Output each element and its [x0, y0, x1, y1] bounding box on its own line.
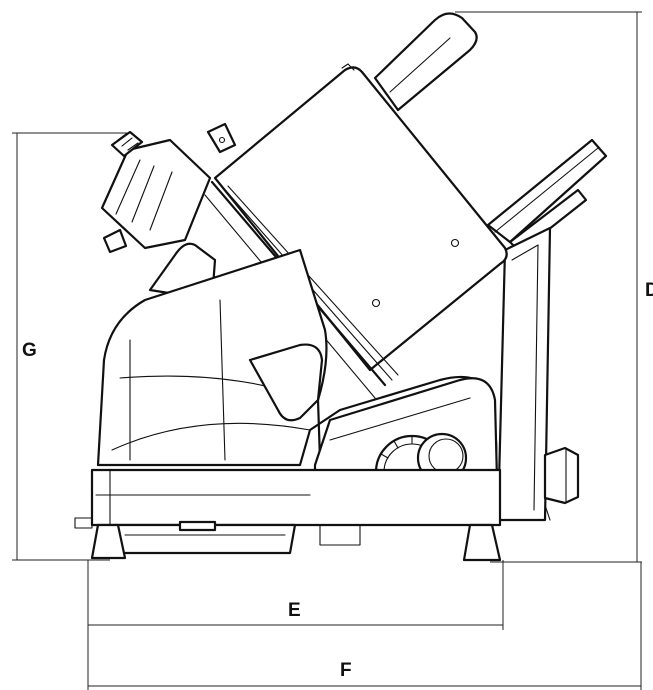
dimension-f: F	[88, 562, 642, 690]
dimension-d-label: D	[645, 280, 653, 301]
blade-shield	[248, 343, 324, 422]
front-foot	[90, 523, 127, 560]
carriage-arm	[486, 138, 608, 254]
dimension-g-label: G	[22, 340, 37, 361]
top-handle	[373, 12, 478, 112]
dimension-e: E	[87, 560, 504, 690]
rear-column	[496, 226, 580, 522]
thickness-knob	[100, 122, 237, 254]
rear-foot	[462, 523, 502, 562]
side-knob	[543, 446, 580, 505]
dimension-d: D	[455, 11, 653, 563]
dimension-e-label: E	[288, 600, 301, 621]
knob-grip-top	[110, 130, 144, 158]
carriage-plate	[213, 66, 508, 372]
base	[74, 468, 502, 562]
slicer-machine	[74, 12, 608, 562]
dimension-f-label: F	[340, 660, 352, 681]
knob-screw	[102, 228, 128, 254]
dimension-g: G	[12, 132, 130, 561]
